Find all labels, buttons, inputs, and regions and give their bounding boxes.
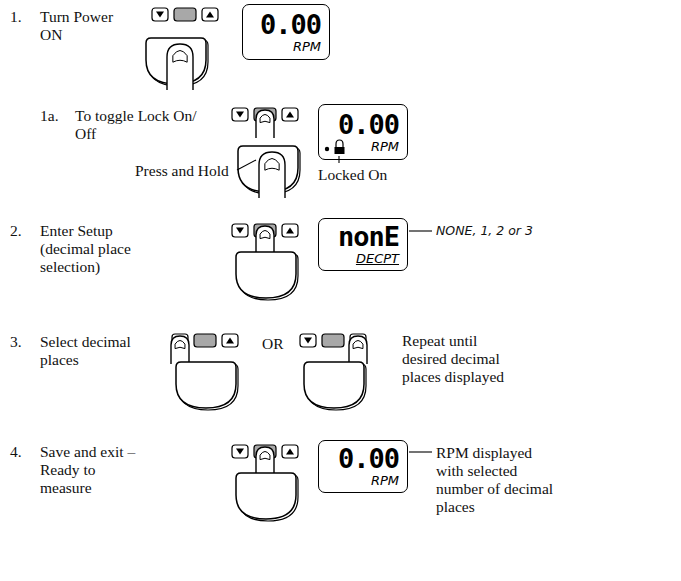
indicator-dot [325, 147, 329, 151]
fingernail [260, 452, 270, 460]
step-number: 2. [10, 222, 22, 240]
step-text: Select decimal places [40, 333, 140, 369]
step-number: 4. [10, 443, 22, 461]
down-button [232, 224, 248, 237]
leader-line [409, 230, 432, 231]
leader-line [237, 160, 256, 170]
display-unit: DECPT [356, 251, 399, 266]
button-outline [176, 362, 236, 408]
finger [256, 110, 274, 138]
button-outline [236, 473, 296, 519]
lock-body [335, 147, 345, 154]
note-text: RPM displayed with selected number of de… [436, 444, 560, 516]
lcd-display: 0.00RPM [318, 440, 408, 493]
finger [349, 336, 367, 364]
lcd-display: nonEDECPT [318, 218, 408, 271]
callout-text: Locked On [318, 166, 387, 184]
arrow-glyph [206, 12, 214, 18]
arrow-glyph [286, 449, 294, 455]
step-text: Save and exit – Ready to measure [40, 443, 146, 497]
arrow-glyph [236, 228, 244, 234]
fingernail [260, 231, 270, 239]
arrow-glyph [286, 112, 294, 118]
up-button [282, 445, 298, 458]
button-row [232, 445, 298, 475]
fingernail [175, 341, 185, 349]
menu-button [194, 334, 216, 347]
down-button [232, 108, 248, 121]
callout-text: Press and Hold [135, 162, 229, 180]
finger [167, 44, 193, 90]
power-button [238, 146, 300, 198]
button-row [232, 224, 298, 254]
fingernail [173, 51, 187, 63]
step-number: 3. [10, 333, 22, 351]
callout-text: NONE, 1, 2 or 3 [436, 223, 533, 239]
fingernail [260, 115, 270, 123]
display-reading: 0.00 [338, 111, 399, 139]
step-text: Turn Power ON [40, 8, 122, 44]
down-button [152, 8, 168, 21]
power-button [176, 362, 238, 410]
arrow-glyph [304, 338, 312, 344]
fingernail [265, 159, 279, 171]
finger [256, 226, 274, 254]
menu-button [322, 334, 344, 347]
down-button [300, 334, 316, 347]
lcd-display: 0.00RPM [242, 4, 330, 60]
power-button [146, 38, 208, 90]
finger [259, 152, 285, 198]
step-text: Enter Setup (decimal place selection) [40, 222, 142, 276]
display-reading: 0.00 [338, 445, 399, 473]
lock-shackle [336, 140, 343, 147]
arrow-glyph [236, 112, 244, 118]
step-number: 1. [10, 8, 22, 26]
or-text: OR [262, 335, 284, 353]
finger [256, 447, 274, 475]
power-button [236, 252, 298, 300]
power-button [236, 473, 298, 521]
lcd-display: 0.00RPM [318, 104, 408, 160]
display-unit: RPM [371, 139, 399, 154]
button-row [232, 108, 298, 138]
down-button [232, 445, 248, 458]
up-button [222, 334, 238, 347]
display-unit: RPM [293, 39, 321, 54]
up-button [282, 224, 298, 237]
arrow-glyph [286, 228, 294, 234]
display-unit: RPM [371, 473, 399, 488]
step-number: 1a. [40, 107, 59, 125]
button-outline [236, 252, 296, 298]
button-row [300, 334, 367, 364]
button-row [152, 8, 218, 21]
display-reading: 0.00 [260, 11, 321, 39]
up-button [282, 108, 298, 121]
arrow-glyph [226, 338, 234, 344]
note-text: Repeat until desired decimal places disp… [402, 332, 522, 386]
finger [171, 336, 189, 364]
fingernail [353, 341, 363, 349]
menu-button [174, 8, 196, 21]
up-button [202, 8, 218, 21]
arrow-glyph [156, 12, 164, 18]
button-row [171, 334, 238, 364]
power-button [304, 362, 366, 410]
step-text: To toggle Lock On/ Off [75, 107, 210, 143]
leader-line [409, 451, 432, 452]
arrow-glyph [236, 449, 244, 455]
display-reading: nonE [338, 223, 399, 251]
button-outline [304, 362, 364, 408]
